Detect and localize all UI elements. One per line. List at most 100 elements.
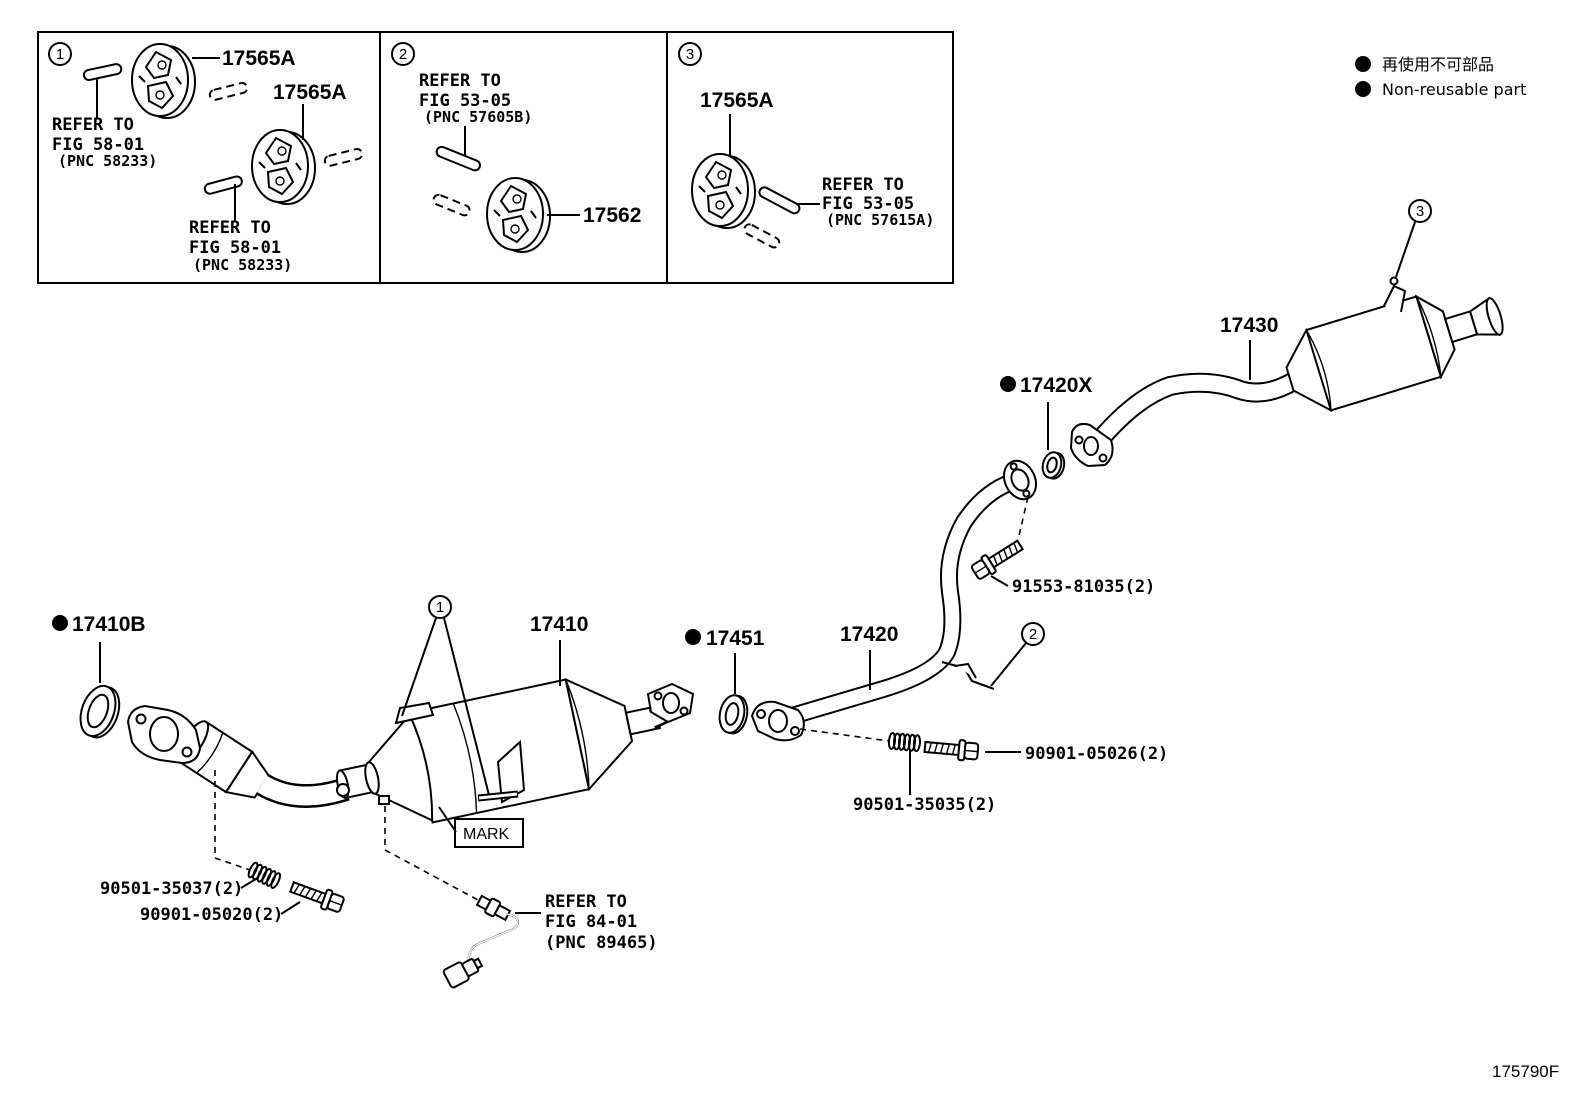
bolt-rear-label: 91553-81035(2) <box>1012 577 1155 597</box>
inset-2: 2 REFER TO FIG 53-05 (PNC 57605B) 17562 <box>391 42 641 253</box>
tail-pipe-label: 17430 <box>1220 314 1278 337</box>
gasket-front-hole <box>86 693 110 729</box>
mark-label: MARK <box>463 826 510 843</box>
inset-1-marker-circle <box>48 42 72 66</box>
center-pipe-marker-leader <box>990 642 1027 687</box>
inset-1-ref-lower-line3: (PNC 58233) <box>193 256 292 274</box>
center-pipe-hanger-plate <box>954 662 977 679</box>
front-hardware: 90501-35037(2) 90901-05020(2) <box>100 770 347 925</box>
oxygen-sensor-wire <box>463 913 519 967</box>
oxygen-sensor-body <box>475 894 512 922</box>
tail-pipe-marker-circle <box>1408 199 1432 223</box>
inset-1-hanger-upper-label: 17565A <box>222 47 296 70</box>
gasket-front: 17410B <box>52 613 146 739</box>
converter-marker-leader-2 <box>443 617 490 796</box>
inset-frame <box>37 31 954 284</box>
inset-2-rod-lower <box>432 193 471 217</box>
converter-marker: 1 <box>436 599 444 616</box>
inset-1-ref-upper-line1: REFER TO <box>52 115 134 135</box>
inset-2-hanger <box>486 177 551 253</box>
inset-3-hanger-label: 17565A <box>700 89 774 112</box>
legend-bullet-english <box>1355 81 1371 97</box>
legend-english: Non-reusable part <box>1382 80 1526 99</box>
spring-front-label: 90501-35037(2) <box>100 879 243 899</box>
bolt-front-label: 90901-05020(2) <box>140 905 283 925</box>
drawing-id: 175790F <box>1492 1062 1559 1081</box>
inset-3-hanger <box>691 153 756 229</box>
inset-1-hanger-lower-label: 17565A <box>273 81 347 104</box>
inset-3-marker: 3 <box>686 46 694 63</box>
inset-2-marker: 2 <box>399 46 407 63</box>
inset-3-ref-line3: (PNC 57615A) <box>826 211 934 229</box>
center-pipe-marker-circle <box>1021 622 1045 646</box>
inset-3-rod-upper <box>758 186 801 215</box>
converter-lower-bracket <box>496 739 526 804</box>
inset-2-marker-circle <box>391 42 415 66</box>
inset-3: 3 17565A REFER TO FIG 53-05 (PNC 57615A) <box>678 42 934 249</box>
gasket-rear-label: 17420X <box>1020 374 1092 397</box>
gasket-front-label: 17410B <box>72 613 146 636</box>
sensor-boss-rear <box>378 795 390 805</box>
center-pipe-rear-flange <box>1002 459 1038 501</box>
tail-pipe-tube <box>1091 373 1299 448</box>
inset-1-rod-lower-right <box>323 148 364 167</box>
bolt-center <box>923 736 980 763</box>
spring-front-leader <box>240 878 257 889</box>
oxygen-sensor-ref-line3: (PNC 89465) <box>545 933 658 953</box>
center-pipe-tube <box>790 475 1015 723</box>
converter-assembly: 1 17410 MARK <box>126 595 695 848</box>
center-pipe: 17420 2 <box>750 459 1045 742</box>
sensor-boss-front <box>336 783 350 797</box>
center-hardware-guide <box>799 728 890 742</box>
gasket-rear-non-reusable-bullet <box>1000 376 1016 392</box>
inset-1-hanger-lower <box>251 129 316 205</box>
center-pipe-front-flange <box>750 700 805 742</box>
spring-front <box>245 860 283 891</box>
mark-leader <box>438 806 457 833</box>
inset-1-ref-upper-line3: (PNC 58233) <box>58 152 157 170</box>
converter-rear-flange <box>646 682 695 724</box>
bolt-front <box>287 876 347 916</box>
legend-bullet-japanese <box>1355 56 1371 72</box>
tail-pipe-marker: 3 <box>1416 203 1424 220</box>
inset-1-marker: 1 <box>56 46 64 63</box>
center-pipe-marker: 2 <box>1029 626 1037 643</box>
tail-pipe: 17430 3 <box>1069 199 1504 468</box>
mark-box <box>454 818 524 848</box>
converter-front-flange <box>126 704 202 765</box>
legend: 再使用不可部品 Non-reusable part <box>1355 55 1526 99</box>
bolt-rear-leader <box>990 575 1009 587</box>
inset-3-ref-line1: REFER TO <box>822 175 904 195</box>
spring-center-label: 90501-35035(2) <box>853 795 996 815</box>
converter-marker-leader-1 <box>401 617 437 717</box>
converter-label: 17410 <box>530 613 588 636</box>
inset-1-ref-lower-line2: FIG 58-01 <box>189 238 281 258</box>
bolt-center-label: 90901-05026(2) <box>1025 744 1168 764</box>
oxygen-sensor-ref-line1: REFER TO <box>545 892 627 912</box>
inset-2-rod-upper <box>435 145 482 172</box>
rear-hardware: 91553-81035(2) <box>968 496 1155 597</box>
spring-center <box>887 731 922 753</box>
tail-pipe-hanger-bracket <box>1383 284 1407 313</box>
gasket-rear: 17420X <box>1000 374 1092 480</box>
oxygen-sensor-connector <box>442 957 484 989</box>
inset-1-ref-lower-line1: REFER TO <box>189 218 271 238</box>
gasket-center-label: 17451 <box>706 627 765 650</box>
front-hardware-guide <box>214 770 251 871</box>
inset-2-ref-line3: (PNC 57605B) <box>424 108 532 126</box>
rear-hardware-guide <box>1017 496 1029 541</box>
oxygen-sensor-guide <box>384 806 479 901</box>
converter-inlet-pipe <box>257 775 349 806</box>
legend-japanese: 再使用不可部品 <box>1382 55 1494 74</box>
inset-border <box>37 31 954 284</box>
oxygen-sensor-ref-line2: FIG 84-01 <box>545 912 637 932</box>
bolt-front-leader <box>280 901 301 915</box>
inset-3-ref-line2: FIG 53-05 <box>822 194 914 214</box>
gasket-front-non-reusable-bullet <box>52 615 68 631</box>
converter-marker-circle <box>428 595 452 619</box>
bolt-rear <box>968 535 1027 583</box>
inset-1-rod-upper-left <box>82 63 123 81</box>
inset-3-marker-circle <box>678 42 702 66</box>
inset-1-rod-upper-right <box>208 82 249 101</box>
